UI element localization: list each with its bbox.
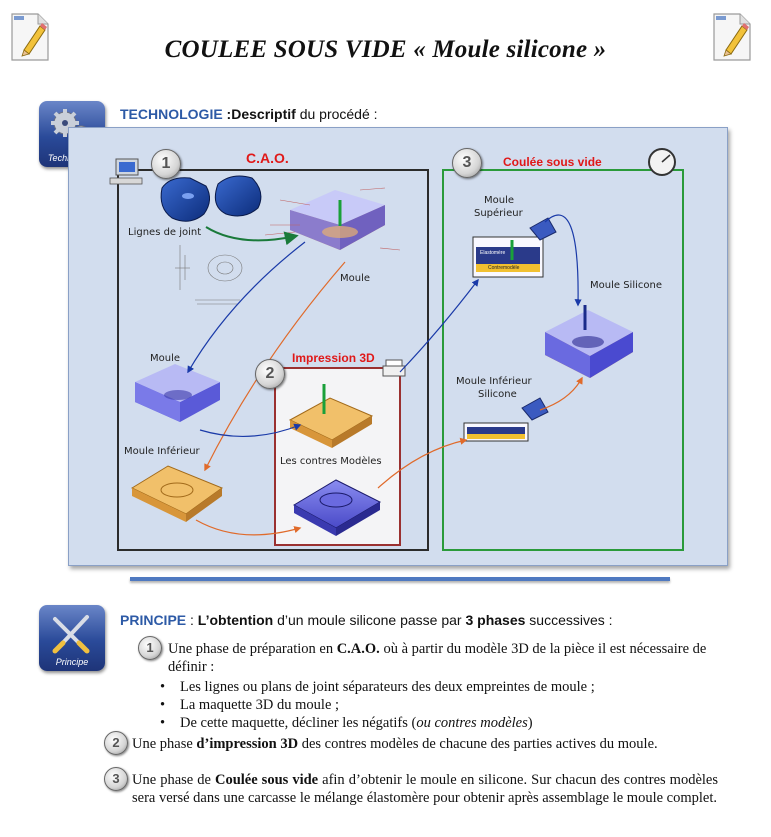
phase-1-text: Une phase de préparation en C.A.O. où à … <box>168 640 716 676</box>
label-elastomere: Elastomère <box>480 250 506 256</box>
label-lignes-de-joint: Lignes de joint <box>128 227 202 238</box>
printer-icon <box>382 359 406 377</box>
step-2-badge: 2 <box>255 359 285 389</box>
step-3-badge: 3 <box>452 148 482 178</box>
phase-2-badge: 2 <box>104 731 128 755</box>
phase-3-badge: 3 <box>104 767 128 791</box>
phase-2-post: des contres modèles de chacune des parti… <box>298 736 658 752</box>
label-moule-superieur-2: Supérieur <box>474 208 523 219</box>
label-contremodele: Contremodèle <box>488 265 520 271</box>
arrow-left-to-counter <box>199 423 302 438</box>
bullet-item: La maquette 3D du moule ; <box>158 696 718 714</box>
phase-1-pre: Une phase de préparation en <box>168 641 337 657</box>
bullet-item: Les lignes ou plans de joint séparateurs… <box>158 678 718 696</box>
gauge-icon <box>648 148 676 176</box>
phase-1-post: où à partir du modèle 3D de la pièce il … <box>168 641 707 675</box>
label-moule-silicone: Moule Silicone <box>590 280 662 291</box>
phase-2-pre: Une phase <box>132 736 197 752</box>
page-title: COULEE SOUS VIDE « Moule silicone » <box>164 36 607 63</box>
phase-3-post: afin d’obtenir le moule en silicone. Sur… <box>132 772 718 806</box>
pour-jug-top <box>529 217 557 241</box>
principe-key: PRINCIPE <box>120 612 187 628</box>
cao-frame <box>117 169 429 551</box>
counter-model-orange <box>288 384 374 448</box>
phase-3-pre: Une phase de <box>132 772 215 788</box>
section-separator <box>130 577 670 581</box>
technologie-bold: Descriptif <box>231 106 296 122</box>
bullet-3-pre: De cette maquette, décliner les négatifs… <box>180 715 417 731</box>
part-shape-1 <box>160 177 210 222</box>
technologie-sep: : <box>222 106 232 122</box>
part-shape-2 <box>214 175 262 217</box>
coulee-label: Coulée sous vide <box>503 155 602 169</box>
bullet-3-italic: ou contres modèles <box>416 715 528 731</box>
technologie-rest: du procédé : <box>295 106 378 122</box>
coulee-frame <box>442 169 684 551</box>
arrow-bottom-to-silicone <box>539 376 583 411</box>
pour-jug-bottom <box>521 397 549 421</box>
phase-2-text: Une phase d’impression 3D des contres mo… <box>132 735 718 753</box>
mold-cao-left <box>135 364 220 422</box>
cao-label: C.A.O. <box>246 150 289 166</box>
label-moule-inferieur-silicone-1: Moule Inférieur <box>456 376 532 387</box>
principe-bold-2: 3 phases <box>465 612 526 628</box>
label-moule-inferieur: Moule Inférieur <box>124 446 200 457</box>
bullet-item: De cette maquette, décliner les négatifs… <box>158 714 718 732</box>
label-contres-modeles: Les contres Modèles <box>280 456 382 467</box>
phase-1-bullets: Les lignes ou plans de joint séparateurs… <box>158 678 718 732</box>
principe-sep: : <box>186 612 198 628</box>
phase-3-text: Une phase de Coulée sous vide afin d’obt… <box>132 771 718 807</box>
phase-1-bold: C.A.O. <box>336 641 380 657</box>
mold-silicone <box>545 305 633 378</box>
document-edit-icon <box>712 12 752 62</box>
phase-1-badge: 1 <box>138 636 162 660</box>
arrow-inferieur-to-counter <box>195 519 302 536</box>
counter-model-blue <box>292 479 382 536</box>
label-moule-top: Moule <box>340 273 371 284</box>
casting-box-bottom <box>463 422 529 442</box>
technologie-key: TECHNOLOGIE <box>120 106 223 122</box>
document-edit-icon <box>10 12 50 62</box>
principe-bold-1: L’obtention <box>197 612 274 628</box>
arrow-top-to-silicone <box>544 214 582 307</box>
mold-cao-top <box>290 190 385 250</box>
impression-label: Impression 3D <box>292 351 375 365</box>
arrow-mold-to-left <box>187 241 306 374</box>
principe-end: successives : <box>525 612 613 628</box>
arrow-counter-to-bottom <box>377 437 468 489</box>
label-moule-superieur-1: Moule <box>484 195 515 206</box>
principe-mid: d’un moule silicone passe par <box>273 612 466 628</box>
label-moule-left: Moule <box>150 353 181 364</box>
bullet-3-post: ) <box>527 715 533 731</box>
step-1-badge: 1 <box>151 149 181 179</box>
phase-2-bold: d’impression 3D <box>196 736 299 752</box>
mold-inferieur-orange <box>130 465 224 522</box>
computer-icon <box>109 158 143 185</box>
arrow-joint-to-mold <box>205 226 299 246</box>
label-moule-inferieur-silicone-2: Silicone <box>478 389 517 400</box>
casting-box-top <box>472 236 544 278</box>
annotation-lines <box>264 187 401 251</box>
arrow-print-to-top <box>399 278 479 373</box>
phase-3-bold: Coulée sous vide <box>214 772 319 788</box>
technical-drawing <box>175 245 243 305</box>
principe-heading: PRINCIPE : L’obtention d’un moule silico… <box>120 612 613 628</box>
principe-tools-icon: Principe <box>39 605 105 671</box>
technologie-heading: TECHNOLOGIE :Descriptif du procédé : <box>120 106 378 122</box>
principe-icon-caption: Principe <box>55 657 89 667</box>
